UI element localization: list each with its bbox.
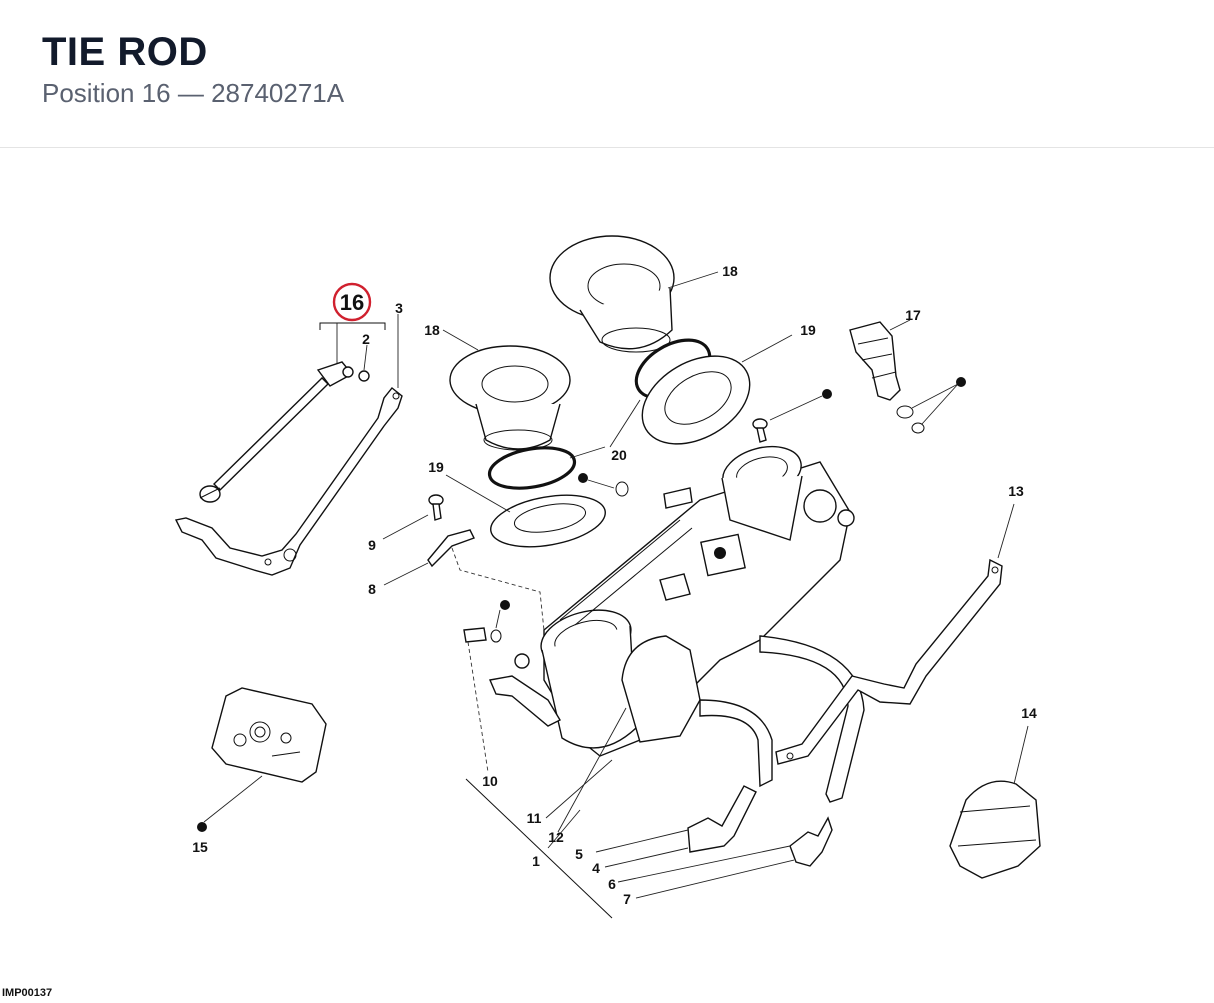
funnel-part-18-left[interactable] [442, 329, 571, 451]
ball-joint-part-2[interactable] [358, 344, 370, 382]
cover-part-14[interactable] [949, 725, 1041, 879]
callout-19-right: 19 [800, 322, 816, 338]
callout-12: 12 [548, 829, 564, 845]
callout-1: 1 [532, 853, 540, 869]
tie-rod-part[interactable] [199, 361, 354, 503]
callout-15: 15 [192, 839, 208, 855]
hose-part-4-5[interactable] [595, 635, 865, 868]
callout-19-left: 19 [428, 459, 444, 475]
image-reference: IMP00137 [2, 987, 53, 999]
small-seal-part[interactable] [578, 473, 629, 497]
screw-part-top[interactable] [752, 389, 832, 443]
bracket-part-3[interactable] [174, 314, 403, 576]
callout-3: 3 [395, 300, 403, 316]
callout-14: 14 [1021, 705, 1037, 721]
funnel-part-18-top[interactable] [549, 235, 719, 353]
callout-6: 6 [608, 876, 616, 892]
callout-17: 17 [905, 307, 921, 323]
injector-part-17[interactable] [849, 319, 966, 434]
page-header: TIE ROD Position 16 — 28740271A [0, 0, 1214, 148]
hose-part-6-7[interactable] [617, 816, 833, 899]
callout-18-top: 18 [722, 263, 738, 279]
callout-10: 10 [482, 773, 498, 789]
callout-9: 9 [368, 537, 376, 553]
gasket-part-19-left[interactable] [445, 474, 609, 555]
screw-part-10[interactable] [463, 600, 510, 773]
callout-18-left: 18 [424, 322, 440, 338]
highlight-marker-16[interactable]: 16 [332, 282, 372, 322]
callout-13: 13 [1008, 483, 1024, 499]
page-title: TIE ROD [42, 30, 208, 74]
callout-4: 4 [592, 860, 600, 876]
page-subtitle: Position 16 — 28740271A [42, 78, 345, 108]
callout-5: 5 [575, 846, 583, 862]
leader-11 [545, 759, 613, 819]
parts-diagram: 16 [0, 148, 1214, 1003]
leader-12 [557, 707, 627, 833]
callout-2: 2 [362, 331, 370, 347]
callout-7: 7 [623, 891, 631, 907]
callout-16: 16 [340, 290, 364, 315]
bracket-part-8[interactable] [383, 529, 546, 641]
callout-8: 8 [368, 581, 376, 597]
throttle-body-part-1[interactable] [465, 438, 855, 919]
callout-11: 11 [527, 810, 542, 826]
bracket-16 [319, 322, 386, 330]
callout-20: 20 [611, 447, 627, 463]
bracket-part-13[interactable] [775, 503, 1015, 765]
gasket-part-19-right[interactable] [627, 334, 793, 462]
repair-kit-part-15[interactable] [197, 687, 327, 832]
screw-part-9[interactable] [382, 494, 444, 540]
